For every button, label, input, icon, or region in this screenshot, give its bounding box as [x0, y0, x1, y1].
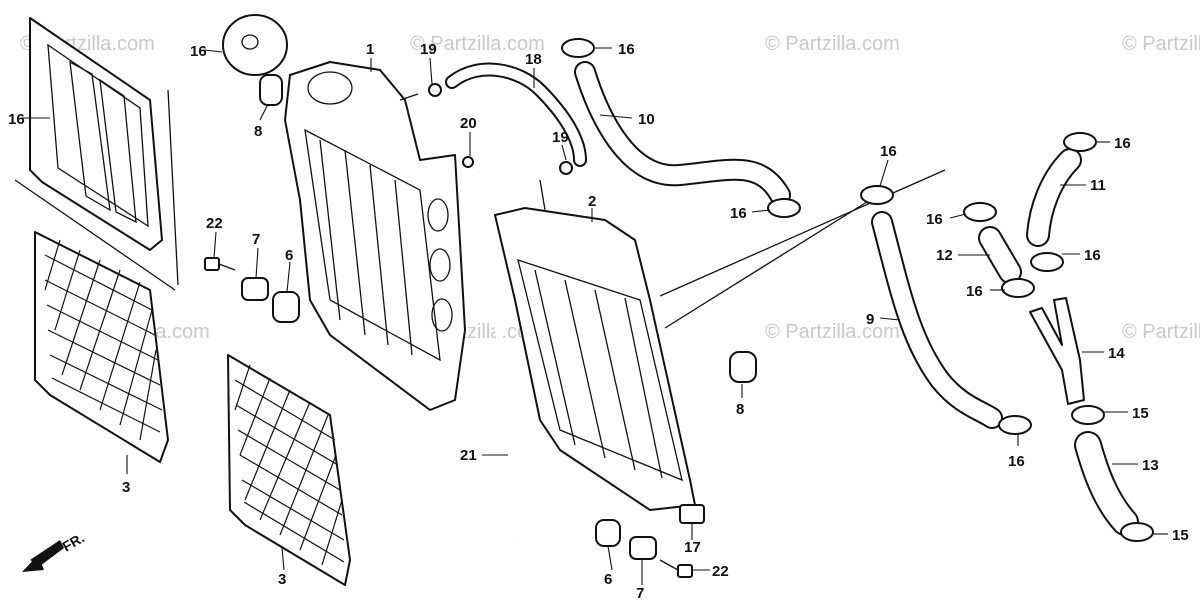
part-17-bracket: [679, 504, 705, 524]
callout-16: 16: [926, 211, 943, 228]
callout-7: 7: [636, 585, 644, 602]
callout-8: 8: [736, 401, 744, 418]
hose-clamps: [561, 38, 1154, 542]
part-8-grommet-lower: [729, 351, 757, 383]
callout-16: 16: [1084, 247, 1101, 264]
small-clips: [428, 83, 573, 175]
direction-label: FR.: [60, 529, 88, 554]
callout-15: 15: [1172, 527, 1189, 544]
callout-22: 22: [206, 215, 223, 232]
watermark: © Partzilla.com: [1122, 321, 1200, 343]
callout-12: 12: [936, 247, 953, 264]
callout-6: 6: [285, 247, 293, 264]
callout-1: 1: [366, 41, 374, 58]
part-22-bolt-left: [204, 257, 236, 271]
callout-16: 16: [1114, 135, 1131, 152]
callout-11: 11: [1090, 177, 1106, 194]
part-6-grommet-bottom: [595, 519, 621, 547]
part-1-radiator-left: [284, 61, 466, 411]
part-3-grille-right: [227, 354, 351, 586]
watermarks: © Partzilla.com © Partzilla.com © Partzi…: [20, 33, 1200, 343]
callout-9: 9: [866, 311, 874, 328]
part-21-overflow-tube: [476, 170, 520, 541]
callout-22: 22: [712, 563, 729, 580]
callout-6: 6: [604, 571, 612, 588]
part-18-hose: [445, 62, 587, 167]
callout-21: 21: [460, 447, 477, 464]
callout-14: 14: [1108, 345, 1125, 362]
watermark: © Partzilla.com: [765, 321, 900, 343]
part-12-hose: [978, 226, 1022, 284]
callout-2: 2: [588, 193, 596, 210]
callout-16: 16: [730, 205, 747, 222]
part-6-grommet-left: [272, 291, 300, 323]
watermark: © Partzilla.com: [1122, 33, 1200, 55]
callout-17: 17: [684, 539, 701, 556]
callout-13: 13: [1142, 457, 1159, 474]
part-9-hose: [871, 211, 1003, 429]
part-7-collar-bottom: [629, 536, 657, 560]
callout-7: 7: [252, 231, 260, 248]
part-11-hose: [1026, 148, 1082, 247]
watermark: © Partzilla.com: [410, 33, 545, 55]
callout-16: 16: [966, 283, 983, 300]
part-14-y-joint: [1029, 297, 1085, 405]
part-22-bolt-bottom: [659, 559, 693, 578]
callout-20: 20: [460, 115, 477, 132]
part-8-grommet-upper: [259, 74, 283, 106]
callout-3: 3: [278, 571, 286, 588]
direction-arrow: FR.: [22, 529, 87, 572]
watermark: © Partzilla.com: [765, 33, 900, 55]
callout-5: 16: [190, 43, 207, 60]
callout-16: 16: [880, 143, 897, 160]
callout-numbers: 16 16 1 8 19 18 16 10 20 19 2 22 7 6 3 3…: [8, 41, 1189, 602]
part-10-hose: [574, 61, 791, 206]
part-13-hose: [1074, 431, 1139, 536]
callout-18: 18: [525, 51, 542, 68]
part-5-radiator-cap: [222, 14, 288, 76]
callout-16: 16: [1008, 453, 1025, 470]
callout-16: 16: [618, 41, 635, 58]
callout-10: 10: [638, 111, 655, 128]
leader-lines: [22, 47, 1168, 585]
part-4-upper-shroud: [14, 17, 179, 291]
callout-3: 3: [122, 479, 130, 496]
part-7-collar-left: [241, 277, 269, 301]
callout-19: 19: [420, 41, 437, 58]
callout-15: 15: [1132, 405, 1149, 422]
callout-4: 16: [8, 111, 25, 128]
callout-8: 8: [254, 123, 262, 140]
callout-19: 19: [552, 129, 569, 146]
part-3-grille-left: [34, 231, 169, 463]
